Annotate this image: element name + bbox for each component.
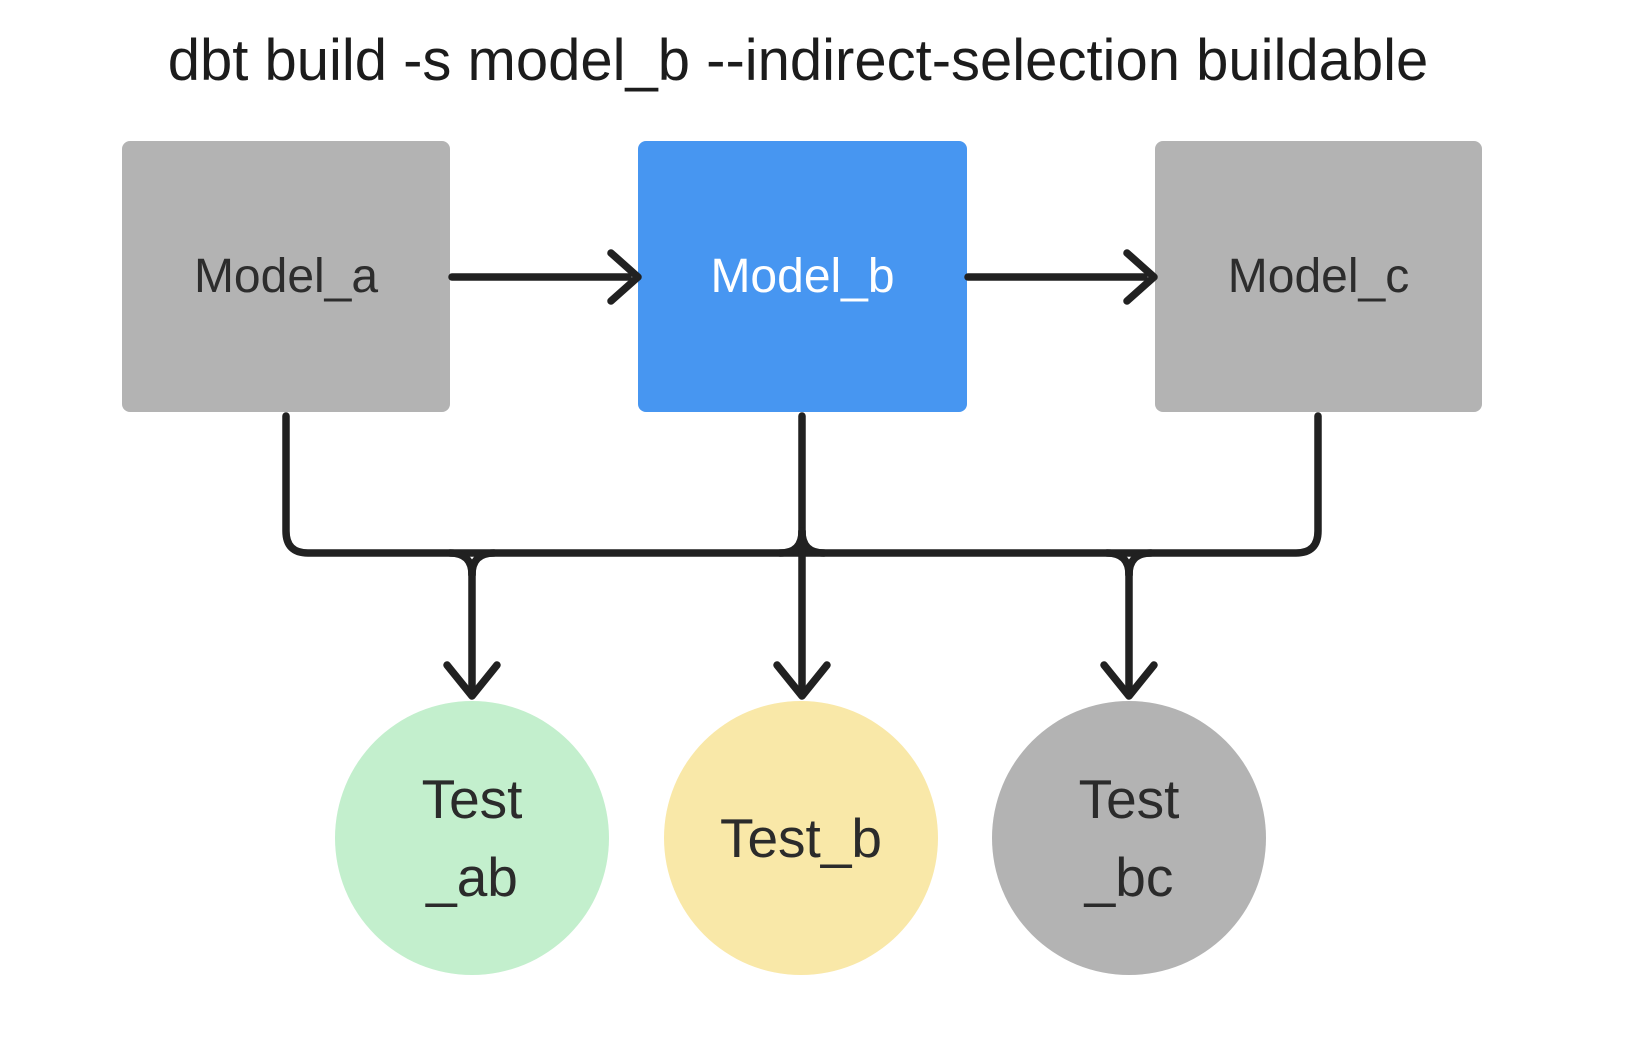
test-b-node: Test_b <box>664 701 938 975</box>
test-ab-label-line2: _ab <box>426 846 518 908</box>
test-ab-node: Test _ab <box>335 701 609 975</box>
model-a-node: Model_a <box>122 141 450 412</box>
arrowhead-test-b-icon <box>773 661 831 700</box>
model-b-node-selected: Model_b <box>638 141 967 412</box>
junction-fillet-center-right <box>798 527 828 557</box>
test-b-label: Test_b <box>720 799 882 877</box>
test-ab-label-line1: Test <box>421 768 523 830</box>
arrowhead-test-ab-icon <box>443 661 501 700</box>
edge-model-a-to-model-b-arrowhead-icon <box>607 249 642 305</box>
test-bc-node: Test _bc <box>992 701 1266 975</box>
test-bc-label-line2: _bc <box>1084 846 1174 908</box>
diagram-title: dbt build -s model_b --indirect-selectio… <box>167 28 1429 93</box>
model-c-node: Model_c <box>1155 141 1482 412</box>
model-a-label: Model_a <box>193 250 379 303</box>
model-b-label: Model_b <box>710 250 895 303</box>
edge-model-b-to-model-c-arrowhead-icon <box>1123 249 1158 305</box>
test-b-label-line1: Test_b <box>719 807 883 869</box>
test-ab-label: Test _ab <box>422 760 523 916</box>
arrowhead-test-bc-icon <box>1100 661 1158 700</box>
test-bc-label-line1: Test <box>1078 768 1180 830</box>
test-bc-label: Test _bc <box>1079 760 1180 916</box>
model-c-label: Model_c <box>1227 250 1410 303</box>
